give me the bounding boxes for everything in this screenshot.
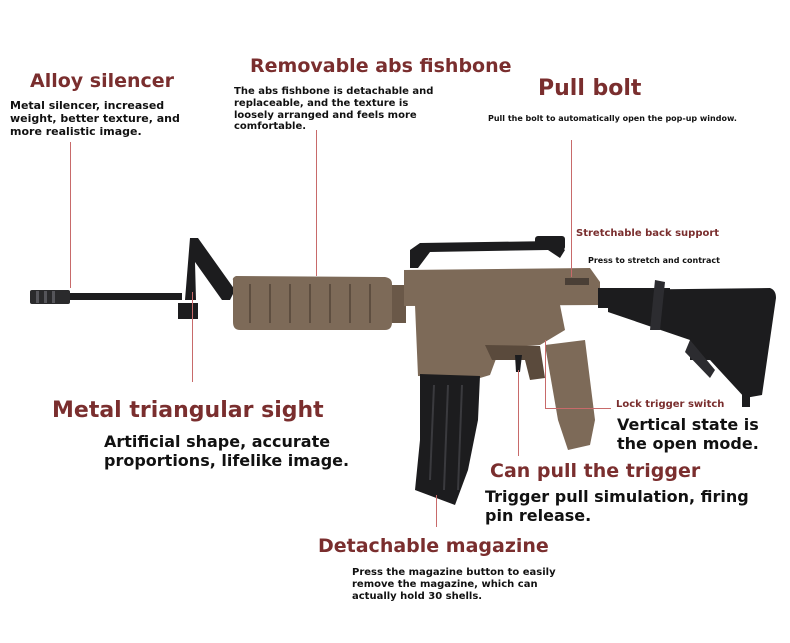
lock-trigger-title: Lock trigger switch (616, 399, 725, 410)
leader-lock-trigger (545, 340, 546, 408)
triangular-sight (185, 238, 235, 300)
magazine-title: Detachable magazine (318, 535, 549, 557)
alloy-silencer-title: Alloy silencer (30, 70, 175, 92)
leader-trigger (518, 370, 519, 456)
leader-fishbone (316, 130, 317, 276)
alloy-silencer-desc: Metal silencer, increased weight, better… (10, 99, 180, 138)
lower-receiver (415, 305, 565, 378)
barrel (62, 293, 182, 300)
lock-trigger-desc: Vertical state is the open mode. (617, 415, 759, 453)
alloy-silencer (30, 290, 70, 304)
back-support-title: Stretchable back support (576, 228, 720, 239)
pistol-grip (545, 340, 595, 450)
trigger (515, 355, 522, 372)
leader-lock-trigger-h (545, 408, 611, 409)
leader-silencer (70, 142, 71, 288)
leader-magazine (436, 495, 437, 527)
sight-title: Metal triangular sight (52, 398, 324, 423)
sight-desc: Artificial shape, accurate proportions, … (104, 432, 350, 470)
leader-pull-bolt (571, 140, 572, 277)
fishbone-handguard (232, 276, 392, 330)
leader-sight (192, 292, 193, 382)
pull-bolt-desc: Pull the bolt to automatically open the … (488, 114, 737, 123)
pull-bolt-title: Pull bolt (538, 76, 642, 101)
fishbone-desc: The abs fishbone is detachable and repla… (234, 86, 434, 133)
carry-handle (410, 241, 565, 268)
trigger-desc: Trigger pull simulation, firing pin rele… (485, 487, 749, 525)
trigger-title: Can pull the trigger (490, 460, 701, 482)
back-support-desc: Press to stretch and contract (588, 256, 720, 265)
fishbone-title: Removable abs fishbone (250, 55, 512, 77)
upper-receiver (404, 268, 600, 306)
pull-bolt (565, 278, 589, 285)
magazine-desc: Press the magazine button to easily remo… (352, 567, 556, 602)
